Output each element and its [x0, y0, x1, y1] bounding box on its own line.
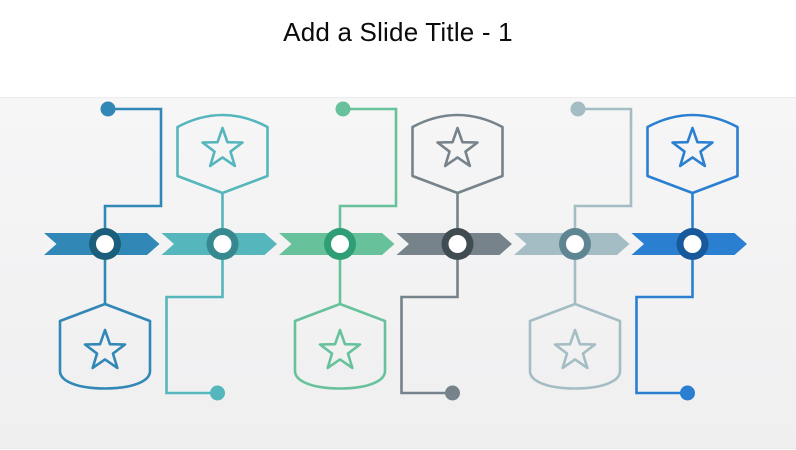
endpoint-dot	[570, 101, 586, 117]
milestone-node-center	[566, 235, 584, 253]
diagram-background	[0, 97, 796, 449]
badge-shield	[528, 302, 622, 390]
milestone-group-4[interactable]	[396, 113, 513, 401]
milestone-group-5[interactable]	[514, 101, 633, 390]
milestone-node-center	[683, 235, 702, 253]
milestone-group-2[interactable]	[161, 113, 278, 401]
connector-line	[165, 193, 224, 395]
connector-line	[573, 107, 633, 304]
endpoint-dot	[210, 385, 225, 401]
endpoint-dot	[100, 101, 116, 117]
endpoint-dot	[680, 385, 695, 401]
milestone-node-center	[96, 235, 114, 253]
star-icon	[318, 328, 362, 370]
connector-line	[635, 193, 694, 395]
milestone-group-1[interactable]	[44, 101, 163, 390]
badge-shield	[646, 113, 739, 195]
slide-title[interactable]: Add a Slide Title - 1	[283, 17, 513, 47]
star-icon	[201, 126, 244, 168]
star-icon	[83, 328, 127, 370]
badge-shield	[411, 113, 504, 195]
milestone-node-center	[448, 235, 467, 253]
star-icon	[671, 126, 714, 168]
endpoint-dot	[445, 385, 460, 401]
star-icon	[436, 126, 479, 168]
milestone-group-3[interactable]	[279, 101, 398, 390]
connector-line	[400, 193, 459, 395]
star-icon	[553, 328, 597, 370]
badge-shield	[293, 302, 387, 390]
milestone-group-6[interactable]	[631, 113, 748, 401]
milestone-node-center	[213, 235, 232, 253]
endpoint-dot	[335, 101, 351, 117]
connector-line	[338, 107, 398, 304]
badge-shield	[58, 302, 152, 390]
connector-line	[103, 107, 163, 304]
badge-shield	[176, 113, 269, 195]
milestone-node-center	[331, 235, 349, 253]
